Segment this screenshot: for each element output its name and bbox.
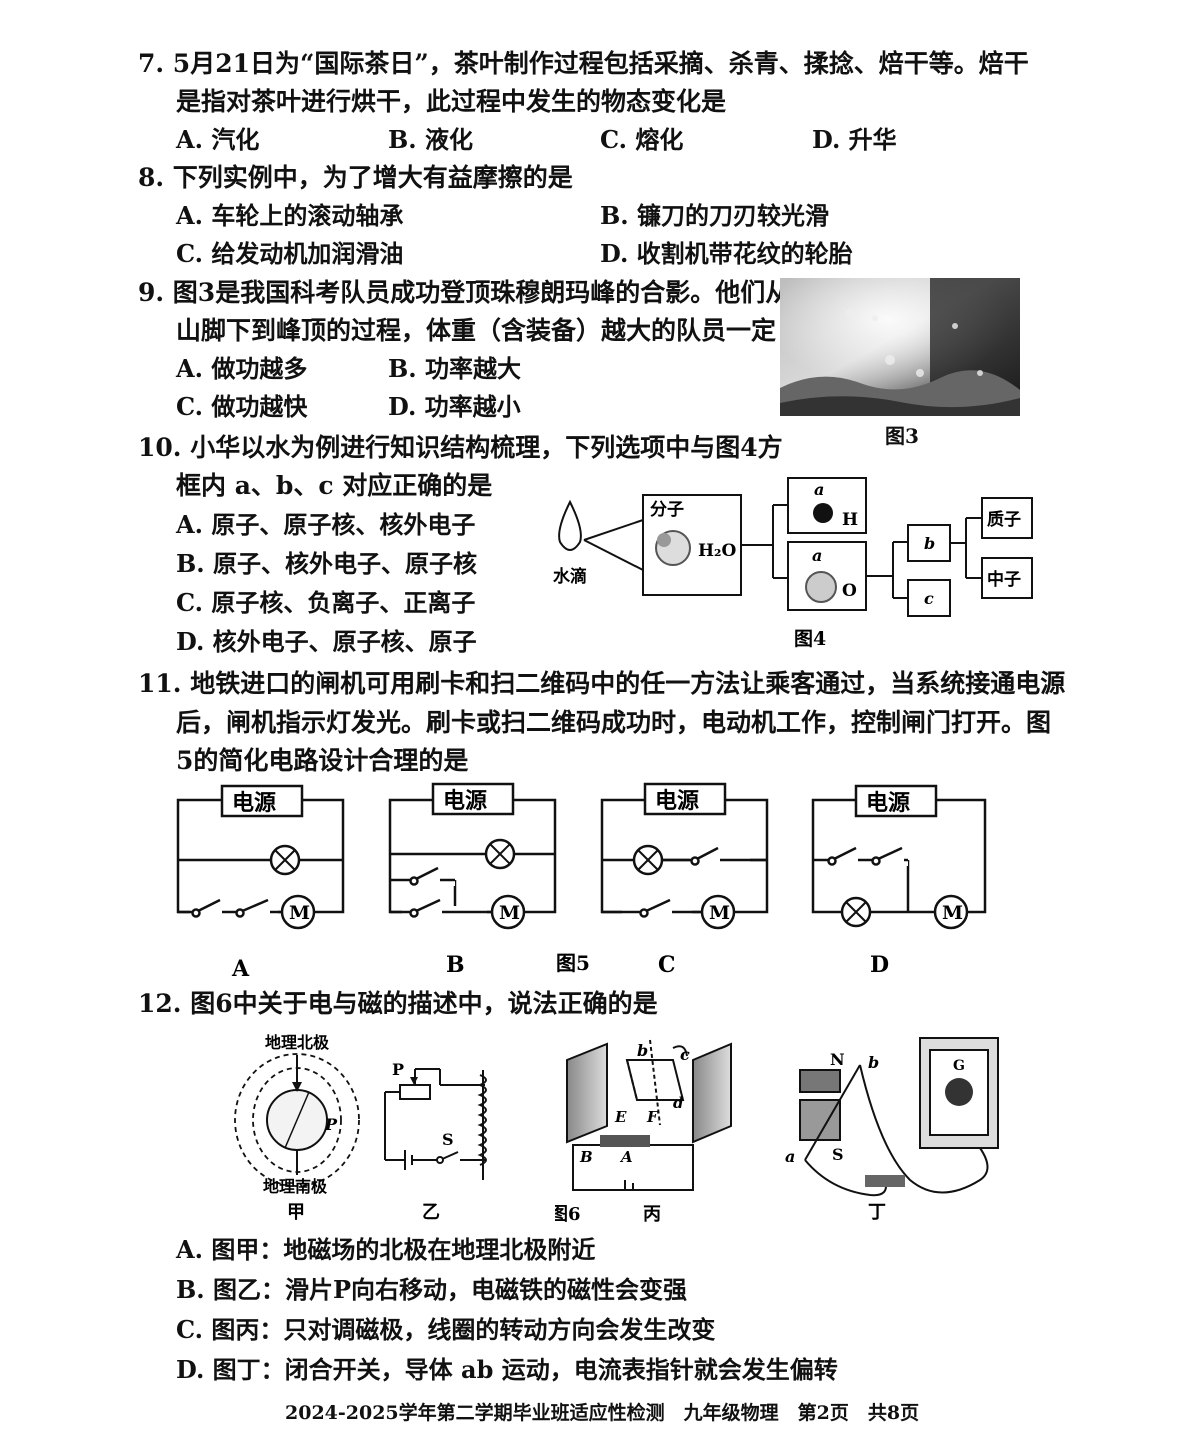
figure4-water-structure: 水滴 分子 H₂O a H a O b c 质子 中子 图4 [553,477,1033,650]
label-a: a [785,1147,795,1166]
figure6-bing-motor: b c d E F B A 图6 丙 [555,1039,732,1225]
geo-north-label: 地理北极 [265,1033,330,1052]
q7-stem-line1: 7. 5月21日为“国际茶日”，茶叶制作过程包括采摘、杀青、揉捻、焙干等。焙干 [138,49,1029,78]
pole-s-label: S [832,1145,844,1164]
pole-n-label: N [830,1050,845,1069]
circuit-c-power-label: 电源 [655,788,699,814]
q11-stem-line1: 11. 地铁进口的闸机可用刷卡和扫二维码中的任一方法让乘客通过，当系统接通电源 [138,669,1066,698]
drop-label: 水滴 [553,566,587,587]
figure5-circuits: 电源 电源 电源 电源 M M M M [176,782,987,982]
label-d: d [673,1094,684,1112]
slider-p-label: P [392,1060,404,1079]
geo-south-label: 地理南极 [263,1177,328,1196]
q7-option-b: B. 液化 [388,125,473,154]
q9-stem-line1: 9. 图3是我国科考队员成功登顶珠穆朗玛峰的合影。他们从 [138,278,791,307]
figure3-caption: 图3 [885,424,919,448]
fig-ding-caption: 丁 [868,1202,886,1223]
point-p-label: P [324,1115,338,1134]
q10-stem-line2: 框内 a、b、c 对应正确的是 [176,471,493,500]
q10-option-a: A. 原子、原子核、核外电子 [176,510,476,539]
q8-option-d: D. 收割机带花纹的轮胎 [600,239,853,268]
galvanometer-label: G [953,1058,965,1074]
q8-option-c: C. 给发动机加润滑油 [176,239,404,268]
q8-stem: 8. 下列实例中，为了增大有益摩擦的是 [138,163,573,192]
label-brush-b: B [579,1148,593,1166]
circuit-c-motor: M [709,902,730,924]
q12-option-a: A. 图甲：地磁场的北极在地理北极附近 [176,1235,596,1264]
q10-option-b: B. 原子、核外电子、原子核 [176,549,477,578]
label-e: E [614,1108,627,1126]
water-drop-icon [558,499,582,551]
figure4-caption: 图4 [794,628,826,650]
q9-option-c: C. 做功越快 [176,392,308,421]
q9-option-d: D. 功率越小 [388,392,521,421]
neutron-label: 中子 [987,569,1021,590]
circuit-b-motor: M [499,902,520,924]
circuit-a-motor: M [289,902,310,924]
proton-label: 质子 [987,510,1021,530]
q10-stem-line1: 10. 小华以水为例进行知识结构梳理，下列选项中与图4方 [138,433,783,462]
figure6-caption: 图6 [555,1204,581,1225]
fig-jia-caption: 甲 [287,1202,305,1223]
label-b: b [924,534,935,553]
circuit-b-power-label: 电源 [443,788,487,814]
q9-option-a: A. 做功越多 [176,354,308,383]
q12-option-b: B. 图乙：滑片P向右移动，电磁铁的磁性会变强 [176,1275,688,1304]
circuit-d-label: D [870,952,889,978]
q10-option-c: C. 原子核、负离子、正离子 [176,588,476,617]
q7-stem-line2: 是指对茶叶进行烘干，此过程中发生的物态变化是 [176,87,727,116]
q7-option-d: D. 升华 [812,125,897,154]
label-brush-a: A [619,1148,633,1166]
label-c: c [680,1045,690,1064]
q12-option-d: D. 图丁：闭合开关，导体 ab 运动，电流表指针就会发生偏转 [176,1355,838,1384]
molecule-label: 分子 [650,500,684,520]
formula-label: H₂O [698,541,737,561]
q10-option-d: D. 核外电子、原子核、原子 [176,627,477,656]
q9-stem-line2: 山脚下到峰顶的过程，体重（含装备）越大的队员一定 [176,316,777,345]
label-a-o: a [812,546,822,565]
q9-option-b: B. 功率越大 [388,354,521,383]
circuit-d-power-label: 电源 [866,790,910,816]
circuit-a-power-label: 电源 [232,790,276,816]
q7-option-a: A. 汽化 [176,125,260,154]
q11-stem-line2: 后，闸机指示灯发光。刷卡或扫二维码成功时，电动机工作，控制闸门打开。图 [176,708,1052,737]
circuit-a-label: A [231,956,250,982]
figure6-jia-earth-magnetism: 地理北极 P 地理南极 甲 [234,1033,360,1223]
fig-yi-caption: 乙 [422,1202,440,1223]
fig-bing-caption: 丙 [643,1204,661,1225]
q11-stem-line3: 5的简化电路设计合理的是 [176,746,469,775]
label-h: H [842,510,858,530]
figure6-yi-electromagnet: P S 乙 [384,1060,487,1223]
q12-option-c: C. 图丙：只对调磁极，线圈的转动方向会发生改变 [176,1315,716,1344]
figure6-ding-induction: N b a S G 丁 [785,1037,999,1223]
circuit-d-motor: M [942,902,963,924]
circuit-c-label: C [658,952,676,978]
label-a-h: a [814,480,824,499]
figure3-summit-photo [780,278,1020,416]
q8-option-a: A. 车轮上的滚动轴承 [176,201,404,230]
switch-s-label: S [442,1130,454,1149]
label-o: O [842,581,857,601]
label-f: F [646,1108,659,1126]
q12-stem: 12. 图6中关于电与磁的描述中，说法正确的是 [138,989,658,1018]
page-footer: 2024-2025学年第二学期毕业班适应性检测 九年级物理 第2页 共8页 [285,1402,920,1424]
label-b: b [868,1053,879,1072]
label-c: c [924,589,934,608]
q8-option-b: B. 镰刀的刀刃较光滑 [600,201,829,230]
figure5-caption: 图5 [556,951,590,975]
label-b: b [637,1041,648,1060]
q7-option-c: C. 熔化 [600,125,684,154]
circuit-b-label: B [446,952,465,978]
